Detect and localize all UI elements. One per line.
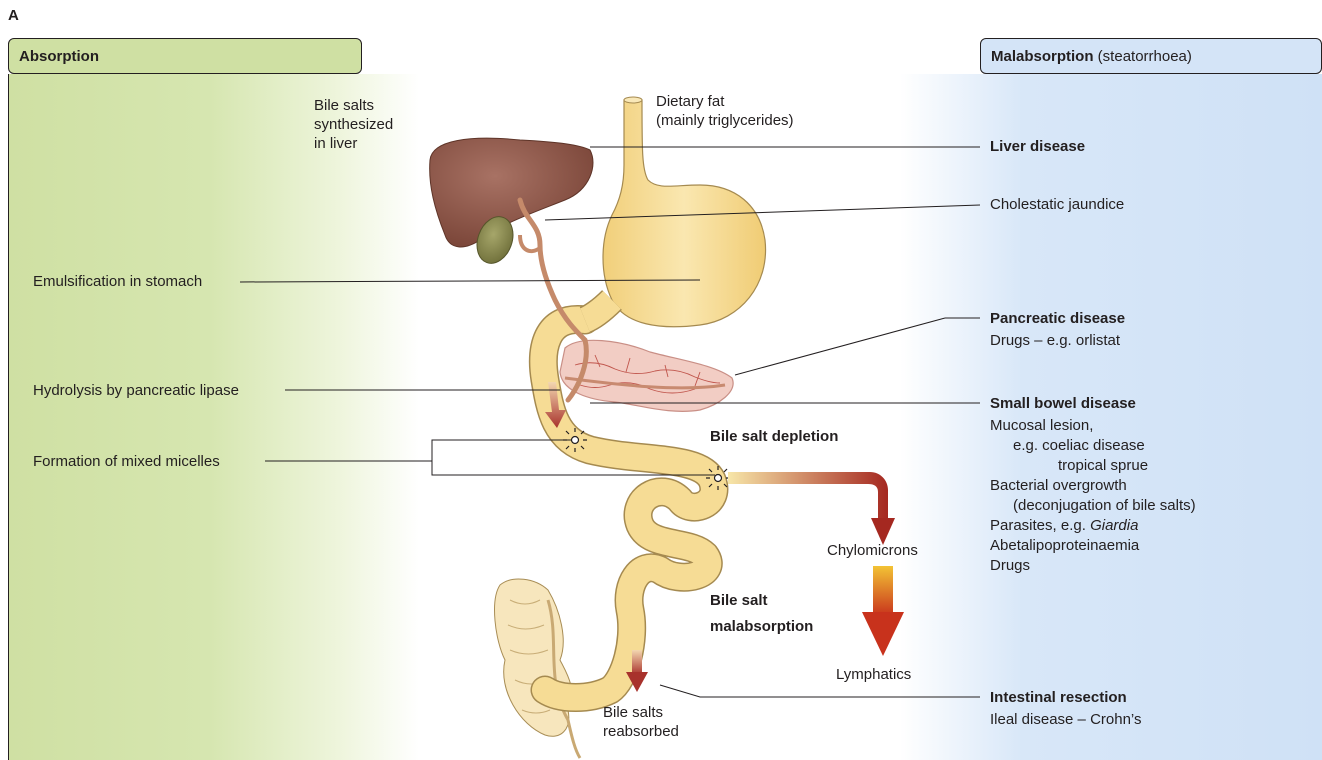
dietary-fat-label-2: (mainly triglycerides) <box>656 111 794 130</box>
mucosal-label: Mucosal lesion, <box>990 416 1093 435</box>
dietary-fat-label-1: Dietary fat <box>656 92 724 111</box>
colon <box>495 579 580 758</box>
bacterial-label: Bacterial overgrowth <box>990 476 1127 495</box>
small-bowel-label: Small bowel disease <box>990 394 1136 413</box>
giardia-text: Giardia <box>1090 517 1138 534</box>
lymphatics-label: Lymphatics <box>836 665 911 684</box>
bile-salts-label-1: Bile salts <box>314 96 374 115</box>
ileal-label: Ileal disease – Crohn’s <box>990 710 1141 729</box>
emulsification-label: Emulsification in stomach <box>33 272 202 291</box>
bile-depletion-label: Bile salt depletion <box>710 427 838 446</box>
pancreatic-disease-label: Pancreatic disease <box>990 309 1125 328</box>
drugs-label: Drugs <box>990 556 1030 575</box>
bile-salts-label-2: synthesized <box>314 115 393 134</box>
coeliac-label: e.g. coeliac disease <box>1013 436 1145 455</box>
abetalipo-label: Abetalipoproteinaemia <box>990 536 1139 555</box>
micelle-icon <box>706 466 730 490</box>
chylomicrons-label: Chylomicrons <box>827 541 918 560</box>
lymphatics-arrow <box>862 566 904 656</box>
chylomicron-arrow <box>728 472 895 545</box>
intestinal-resection-label: Intestinal resection <box>990 688 1127 707</box>
reabsorbed-label-1: Bile salts <box>603 703 663 722</box>
liver-disease-label: Liver disease <box>990 137 1085 156</box>
bile-malabsorption-label-2: malabsorption <box>710 617 813 636</box>
orlistat-label: Drugs – e.g. orlistat <box>990 331 1120 350</box>
bile-salts-label-3: in liver <box>314 134 357 153</box>
reabsorbed-label-2: reabsorbed <box>603 722 679 741</box>
stomach <box>585 97 766 327</box>
cholestatic-label: Cholestatic jaundice <box>990 195 1124 214</box>
bile-malabsorption-label-1: Bile salt <box>710 591 768 610</box>
parasites-prefix: Parasites, e.g. <box>990 517 1090 534</box>
sprue-label: tropical sprue <box>1058 456 1148 475</box>
parasites-label: Parasites, e.g. Giardia <box>990 516 1138 535</box>
micelles-label: Formation of mixed micelles <box>33 452 220 471</box>
deconjugation-label: (deconjugation of bile salts) <box>1013 496 1196 515</box>
hydrolysis-label: Hydrolysis by pancreatic lipase <box>33 381 239 400</box>
